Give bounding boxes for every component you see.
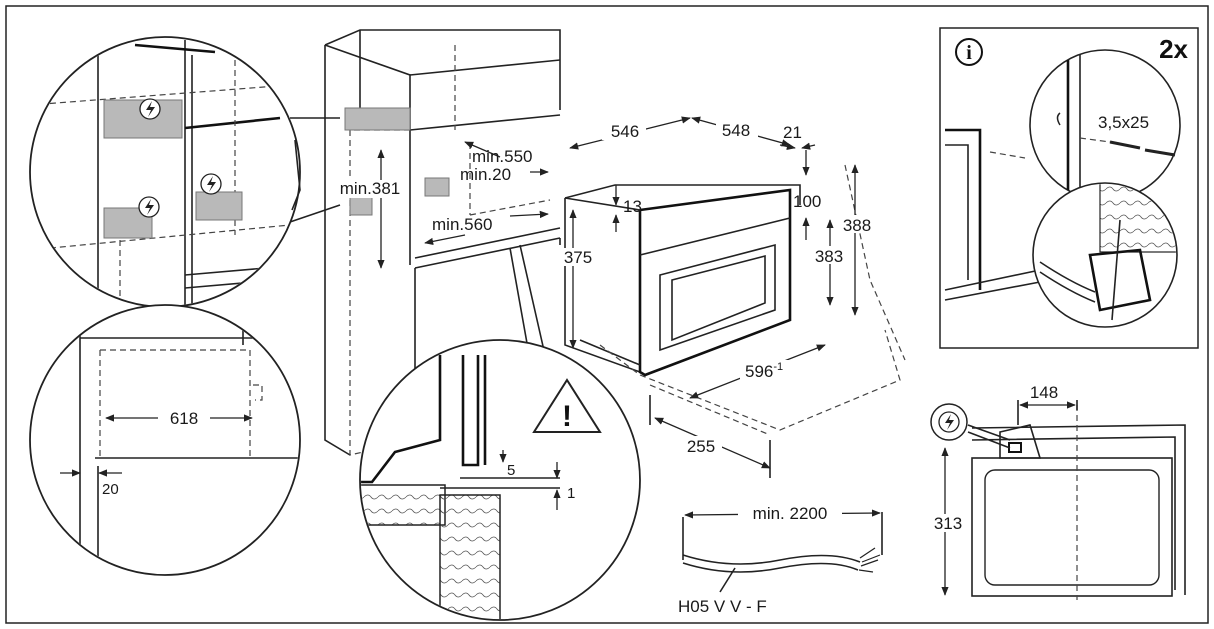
electric-icon: [200, 173, 222, 195]
warning-mark: !: [562, 400, 572, 433]
dim-548: 548: [722, 121, 750, 140]
bracket-detail-circle: [1032, 182, 1178, 328]
dim-255: 255: [687, 437, 715, 456]
dim-21: 21: [783, 123, 802, 142]
dim-596: 596-1: [745, 361, 783, 381]
oven-appliance: [564, 164, 906, 436]
info-icon: i: [955, 38, 983, 66]
outer-border: [5, 5, 1209, 624]
warning-icon: !: [532, 378, 602, 433]
cabinet: [324, 29, 561, 456]
dim-min-560: min.560: [432, 215, 492, 234]
screw-detail-circle: 3,5x25: [1029, 49, 1181, 201]
cable-type-label: H05 V V - F: [678, 597, 767, 616]
dim-313: 313: [934, 514, 962, 533]
dim-5: 5: [507, 462, 515, 479]
info-panel: i 2x 3,5x25: [939, 27, 1199, 349]
magnifier-connector: [289, 117, 341, 223]
dim-388: 388: [843, 216, 871, 235]
screw-size-label: 3,5x25: [1098, 113, 1149, 132]
dim-618: 618: [170, 409, 198, 428]
dim-13: 13: [623, 197, 642, 216]
electric-icon: [138, 196, 160, 218]
dim-min-20: min.20: [460, 165, 511, 184]
dim-596-value: 596: [745, 362, 773, 381]
power-cable: min. 2200 H05 V V - F: [678, 503, 883, 616]
info-letter: i: [966, 42, 972, 64]
dim-100: 100: [793, 192, 821, 211]
magnifier-bottom-circle: [29, 304, 301, 576]
electric-icon: [930, 403, 968, 441]
dim-1: 1: [567, 485, 575, 502]
dim-375: 375: [564, 248, 592, 267]
electric-icon: [139, 98, 161, 120]
dim-148: 148: [1030, 383, 1058, 402]
magnifier-connector: [509, 244, 546, 361]
dim-min-550: min.550: [472, 147, 532, 166]
quantity-badge: 2x: [1159, 34, 1188, 64]
front-view: 148 313: [928, 383, 1186, 600]
cable-min-length: min. 2200: [753, 504, 828, 523]
dim-546: 546: [611, 122, 639, 141]
dim-min-381: min.381: [340, 179, 400, 198]
dim-383: 383: [815, 247, 843, 266]
magnifier-top-circle: [29, 36, 301, 308]
dim-20: 20: [102, 481, 119, 498]
magnifier-warning-circle: [359, 339, 641, 621]
dim-596-sup: -1: [773, 361, 783, 373]
